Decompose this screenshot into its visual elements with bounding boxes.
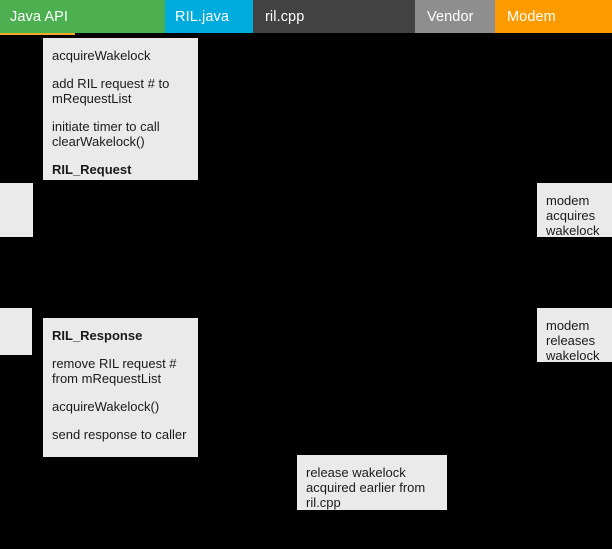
note-line: send response to caller <box>52 427 187 442</box>
note-line: acquireWakelock <box>52 48 151 63</box>
lane-tab-modem[interactable]: Modem <box>495 0 612 33</box>
note-line: acquireWakelock() <box>52 399 160 414</box>
lane-tab-label: ril.cpp <box>265 8 305 25</box>
note-title: RIL_Request <box>52 162 132 177</box>
lane-tab-label: Modem <box>507 8 556 25</box>
lane-tab-ril-cpp[interactable]: ril.cpp <box>253 0 415 33</box>
note-ril-response[interactable]: RIL_Response remove RIL request # from m… <box>43 318 198 457</box>
note-title: RIL_Response <box>52 328 143 343</box>
note-clipped-left-top[interactable] <box>0 183 33 237</box>
lane-tab-label: Java API <box>10 8 69 25</box>
note-line: remove RIL request # from mRequestList <box>52 356 177 386</box>
lane-tab-vendor[interactable]: Vendor <box>415 0 495 33</box>
note-release-wakelock[interactable]: release wakelock acquired earlier from r… <box>297 455 447 510</box>
note-line: initiate timer to call clearWakelock() <box>52 119 160 149</box>
note-line: add RIL request # to mRequestList <box>52 76 170 106</box>
note-modem-acquires-wakelock[interactable]: modem acquires wakelock <box>537 183 612 238</box>
active-tab-underline <box>0 33 75 35</box>
lane-tab-ril-java[interactable]: RIL.java <box>165 0 253 33</box>
lane-header-bar: Java API RIL.java ril.cpp Vendor Modem <box>0 0 612 33</box>
lane-tab-java-api[interactable]: Java API <box>0 0 165 33</box>
note-ril-request[interactable]: acquireWakelock add RIL request # to mRe… <box>43 38 198 180</box>
lane-tab-label: Vendor <box>427 8 474 25</box>
note-modem-releases-wakelock[interactable]: modem releases wakelock <box>537 308 612 363</box>
note-line: modem releases wakelock <box>546 318 600 363</box>
note-line: release wakelock acquired earlier from r… <box>306 465 426 510</box>
note-clipped-left-bottom[interactable] <box>0 308 32 355</box>
note-line: modem acquires wakelock <box>546 193 600 238</box>
lane-tab-label: RIL.java <box>175 8 229 25</box>
